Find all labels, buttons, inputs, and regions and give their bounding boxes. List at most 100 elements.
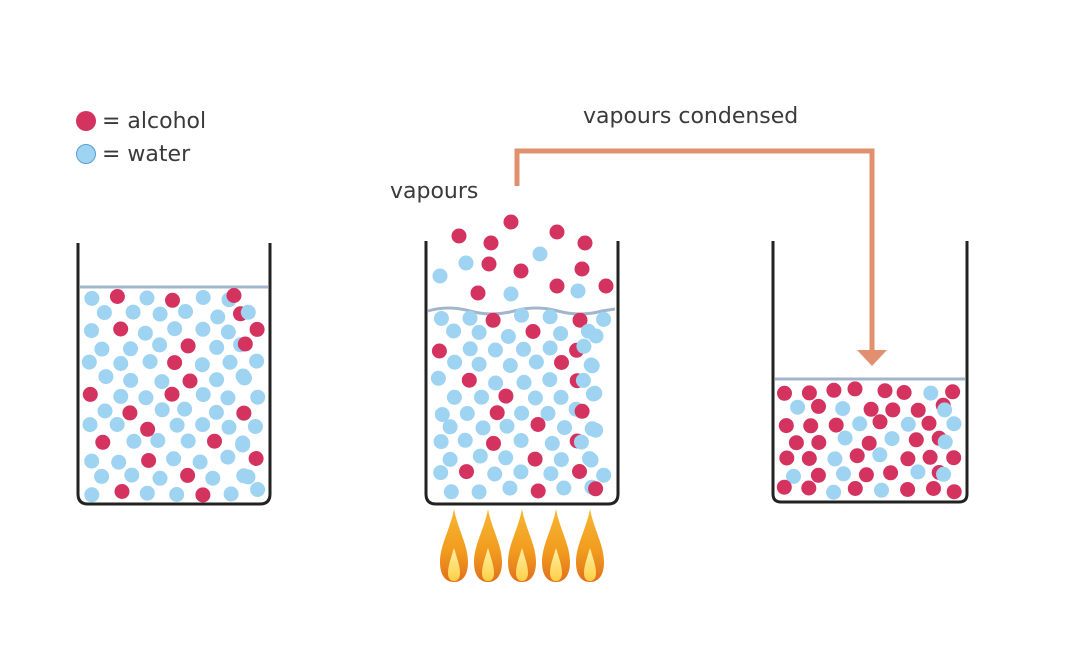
water-particle bbox=[205, 470, 221, 486]
alcohol-particle bbox=[164, 386, 180, 402]
flame-icon bbox=[542, 509, 570, 582]
water-particle bbox=[553, 326, 569, 342]
water-particle bbox=[139, 485, 155, 501]
water-particle bbox=[138, 390, 154, 406]
water-particle bbox=[250, 482, 266, 497]
flame-icon bbox=[508, 509, 536, 582]
alcohol-particle bbox=[113, 321, 129, 337]
water-particle bbox=[936, 466, 951, 482]
water-particle bbox=[884, 431, 900, 447]
water-particle bbox=[433, 465, 449, 481]
water-particle bbox=[457, 432, 473, 448]
water-particle bbox=[583, 357, 599, 373]
alcohol-particle bbox=[237, 336, 253, 352]
alcohol-particle bbox=[182, 373, 198, 389]
water-particle bbox=[152, 337, 168, 353]
flame-core bbox=[550, 548, 562, 581]
water-particle bbox=[209, 339, 225, 355]
water-particle bbox=[498, 450, 514, 466]
alcohol-particle bbox=[165, 292, 180, 308]
burner-flames bbox=[440, 509, 604, 582]
water-particle bbox=[434, 407, 450, 422]
alcohol-particle bbox=[872, 414, 888, 430]
alcohol-particle bbox=[207, 433, 222, 449]
water-particle bbox=[192, 454, 208, 470]
water-particle bbox=[221, 419, 237, 435]
water-particle bbox=[84, 487, 100, 503]
water-particle bbox=[240, 469, 256, 485]
water-particle bbox=[923, 385, 939, 401]
alcohol-particle bbox=[141, 453, 157, 468]
alcohol-particle bbox=[481, 256, 497, 272]
alcohol-particle bbox=[249, 321, 265, 337]
alcohol-particle bbox=[530, 417, 546, 432]
alcohol-particle bbox=[588, 481, 604, 497]
alcohol-particle bbox=[572, 312, 588, 328]
water-particle bbox=[113, 388, 129, 404]
alcohol-particle bbox=[572, 464, 587, 479]
water-particle bbox=[195, 321, 211, 337]
alcohol-particle bbox=[554, 355, 569, 370]
water-particle bbox=[126, 433, 142, 449]
water-particle bbox=[235, 437, 251, 453]
water-particle bbox=[471, 356, 487, 372]
flame-icon bbox=[474, 509, 502, 582]
water-dot-icon bbox=[76, 144, 96, 164]
flame-core bbox=[448, 548, 460, 581]
water-particle bbox=[532, 246, 548, 262]
vapours-condensed-label: vapours condensed bbox=[583, 104, 799, 129]
alcohol-particle bbox=[180, 338, 196, 354]
water-particle bbox=[443, 484, 459, 500]
water-particle bbox=[142, 354, 158, 370]
water-particle bbox=[177, 401, 193, 417]
water-particle bbox=[96, 305, 112, 321]
alcohol-particle bbox=[577, 235, 593, 251]
water-particle bbox=[247, 419, 263, 434]
water-particle bbox=[223, 486, 239, 502]
water-particle bbox=[125, 304, 141, 320]
alcohol-particle bbox=[803, 418, 819, 434]
water-particle bbox=[94, 468, 110, 484]
water-particle bbox=[98, 369, 114, 385]
water-particle bbox=[97, 403, 113, 419]
flame-icon bbox=[576, 509, 604, 582]
water-particle bbox=[462, 310, 478, 326]
water-particle bbox=[250, 389, 266, 405]
water-particle bbox=[527, 390, 543, 406]
water-particle bbox=[150, 433, 166, 448]
water-particle bbox=[447, 354, 463, 370]
water-particle bbox=[570, 283, 586, 299]
alcohol-particle bbox=[945, 384, 961, 400]
alcohol-particle bbox=[801, 480, 817, 496]
water-particle bbox=[459, 406, 475, 421]
water-particle bbox=[123, 372, 139, 388]
alcohol-particle bbox=[900, 482, 916, 497]
alcohol-particle bbox=[109, 289, 125, 304]
water-particle bbox=[169, 487, 185, 502]
water-particle bbox=[514, 307, 529, 323]
alcohol-particle bbox=[470, 285, 486, 301]
alcohol-particle bbox=[908, 432, 924, 448]
alcohol-particle bbox=[828, 417, 844, 433]
alcohol-particle bbox=[811, 435, 827, 450]
water-particle bbox=[430, 370, 446, 386]
water-particle bbox=[474, 389, 489, 405]
water-particle bbox=[84, 323, 99, 339]
water-particle bbox=[433, 434, 449, 450]
water-particle bbox=[513, 464, 529, 480]
water-particle bbox=[249, 353, 265, 369]
alcohol-particle bbox=[451, 228, 467, 244]
flame-core bbox=[584, 548, 596, 581]
water-particle bbox=[872, 447, 888, 463]
water-particle bbox=[587, 385, 603, 401]
alcohol-dot-icon bbox=[76, 111, 96, 131]
water-particle bbox=[458, 255, 474, 271]
water-particle bbox=[84, 453, 100, 469]
water-particle bbox=[82, 417, 98, 433]
water-particle bbox=[540, 405, 556, 421]
flame-core bbox=[516, 548, 528, 581]
water-particle bbox=[169, 417, 185, 433]
water-particle bbox=[240, 304, 256, 320]
water-particle bbox=[588, 422, 604, 438]
alcohol-particle bbox=[883, 465, 899, 481]
